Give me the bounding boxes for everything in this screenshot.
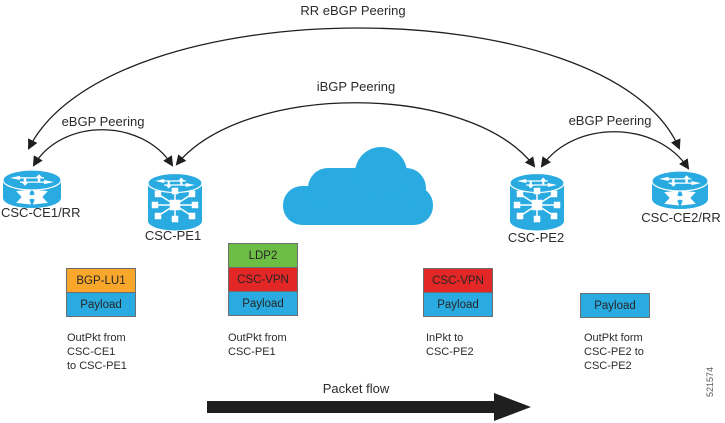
packet-header-box: CSC-VPN bbox=[228, 267, 298, 292]
payload-box: Payload bbox=[228, 291, 298, 316]
ebgp-peering-left-arc bbox=[32, 129, 174, 167]
packet-caption-1: OutPkt from CSC-CE1 to CSC-PE1 bbox=[67, 332, 127, 372]
rr-ebgp-peering-label: RR eBGP Peering bbox=[300, 3, 406, 18]
payload-box: Payload bbox=[66, 292, 136, 317]
ebgp-peering-right-label: eBGP Peering bbox=[568, 113, 652, 128]
payload-box: Payload bbox=[580, 293, 650, 318]
ebgp-peering-left-label: eBGP Peering bbox=[61, 114, 145, 129]
router-label-csc-ce2-rr: CSC-CE2/RR bbox=[641, 210, 721, 225]
router-icon-csc-pe1 bbox=[147, 172, 203, 231]
packet-header-box: LDP2 bbox=[228, 243, 298, 268]
packet-caption-3: InPkt to CSC-PE2 bbox=[426, 332, 474, 358]
packet-header-box: CSC-VPN bbox=[423, 268, 493, 293]
packet-flow-arrow bbox=[207, 393, 531, 421]
router-icon-csc-ce1-rr bbox=[2, 169, 62, 208]
packet-caption-4: OutPkt form CSC-PE2 to CSC-PE2 bbox=[584, 332, 644, 372]
ebgp-peering-right-arc bbox=[540, 131, 690, 170]
figure-number: 521574 bbox=[705, 366, 715, 398]
ibgp-peering-arc bbox=[175, 102, 536, 168]
packet-stack-1: BGP-LU1 Payload bbox=[66, 268, 136, 317]
router-label-csc-ce1-rr: CSC-CE1/RR bbox=[1, 205, 81, 220]
peering-arcs bbox=[28, 27, 690, 170]
packet-flow-label: Packet flow bbox=[322, 381, 390, 396]
ibgp-peering-label: iBGP Peering bbox=[316, 79, 396, 94]
router-label-csc-pe1: CSC-PE1 bbox=[144, 228, 202, 243]
payload-box: Payload bbox=[423, 292, 493, 317]
packet-stack-3: CSC-VPN Payload bbox=[423, 268, 493, 317]
packet-header-box: BGP-LU1 bbox=[66, 268, 136, 293]
packet-stack-4: Payload bbox=[580, 293, 650, 318]
packet-stack-2: LDP2 CSC-VPN Payload bbox=[228, 243, 298, 316]
cloud-icon bbox=[283, 147, 433, 225]
packet-caption-2: OutPkt from CSC-PE1 bbox=[228, 332, 287, 358]
router-icon-csc-ce2-rr bbox=[651, 170, 709, 209]
router-label-csc-pe2: CSC-PE2 bbox=[507, 230, 565, 245]
rr-ebgp-peering-arc bbox=[28, 27, 681, 150]
router-icon-csc-pe2 bbox=[509, 172, 565, 231]
